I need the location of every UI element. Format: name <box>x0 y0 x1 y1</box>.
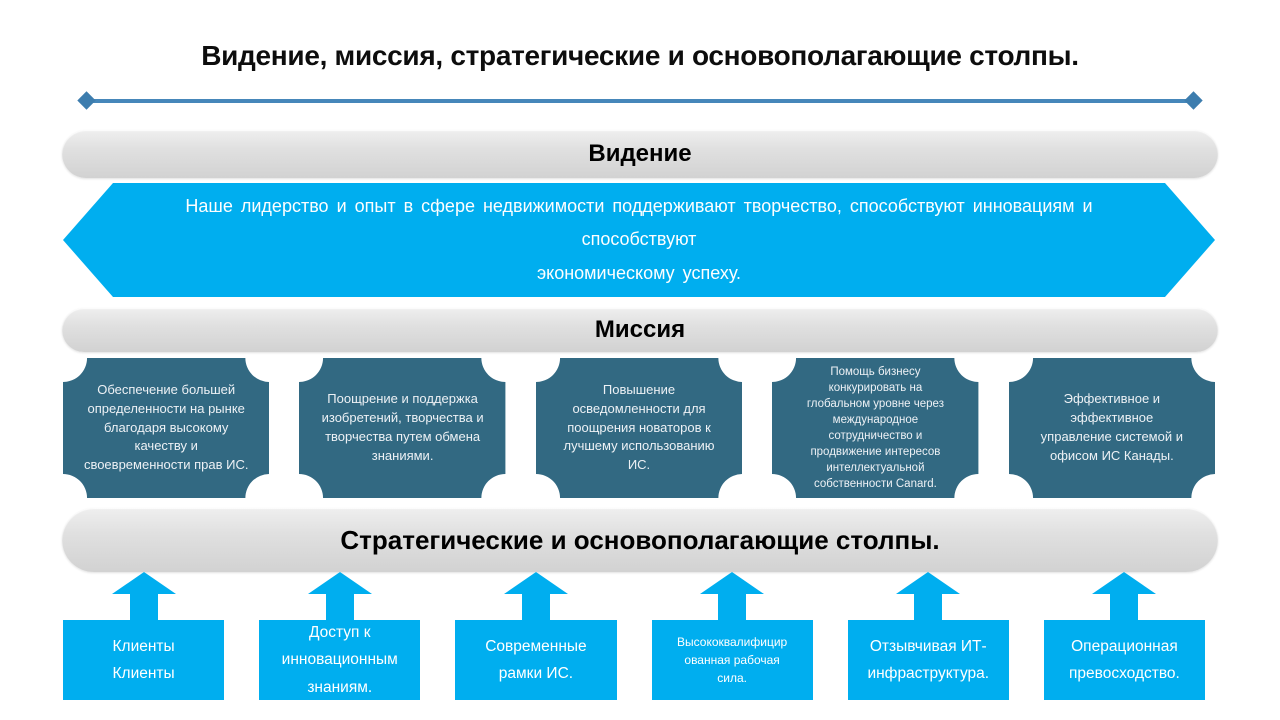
page-title: Видение, миссия, стратегические и осново… <box>201 40 1079 71</box>
pillar-item: Высококвалифицир ованная рабочая сила. <box>651 572 813 700</box>
pillar-item: Клиенты Клиенты <box>63 572 225 700</box>
mission-item: Обеспечение большей определенности на ры… <box>63 358 270 498</box>
mission-item-text: Поощрение и поддержка изобретений, творч… <box>321 391 484 463</box>
pillar-item: Современные рамки ИС. <box>455 572 617 700</box>
up-arrow-icon <box>700 572 765 620</box>
section-header-pillars: Стратегические и основополагающие столпы… <box>62 508 1218 572</box>
mission-item-text: Эффективное и эффективное управление сис… <box>1040 391 1183 463</box>
up-arrow-icon <box>896 572 961 620</box>
up-arrow-icon <box>307 572 372 620</box>
pillar-item-text: Доступ к инновационным знаниям. <box>259 620 421 700</box>
section-header-pillars-label: Стратегические и основополагающие столпы… <box>340 524 940 555</box>
mission-item-text: Повышение осведомленности для поощрения … <box>563 381 715 473</box>
pillars-row: Клиенты Клиенты Доступ к инновационным з… <box>63 572 1206 700</box>
mission-item: Повышение осведомленности для поощрения … <box>535 358 743 498</box>
plaque-shape <box>63 358 270 498</box>
mission-item: Помощь бизнесу конкурировать на глобальн… <box>772 358 979 498</box>
diamond-right-icon <box>1184 91 1203 110</box>
pillar-item-text: Клиенты Клиенты <box>63 620 225 700</box>
section-header-vision: Видение <box>62 130 1218 178</box>
mission-items-row: Обеспечение большей определенности на ры… <box>63 358 1216 498</box>
pillar-item-text: Отзывчивая ИТ- инфраструктура. <box>847 620 1009 700</box>
pillar-item-text: Высококвалифицир ованная рабочая сила. <box>651 620 813 700</box>
section-header-mission: Миссия <box>62 308 1218 352</box>
up-arrow-icon <box>1092 572 1157 620</box>
section-header-vision-label: Видение <box>588 140 692 167</box>
plaque-shape <box>535 358 743 498</box>
plaque-shape <box>772 358 979 498</box>
plaque-shape <box>299 358 506 498</box>
mission-item-text: Обеспечение большей определенности на ры… <box>83 381 249 473</box>
mission-item-text: Помощь бизнесу конкурировать на глобальн… <box>806 365 944 491</box>
pillar-item: Операционная превосходство. <box>1043 572 1206 700</box>
mission-item: Поощрение и поддержка изобретений, творч… <box>299 358 506 498</box>
pillar-item: Отзывчивая ИТ- инфраструктура. <box>847 572 1009 700</box>
diamond-left-icon <box>77 91 96 110</box>
up-arrow-icon <box>503 572 568 620</box>
vision-statement-hexagon: Наше лидерство и опыт в сфере недвижимос… <box>63 183 1215 297</box>
pillar-item-text: Современные рамки ИС. <box>455 620 617 700</box>
up-arrow-icon <box>111 572 176 620</box>
section-header-mission-label: Миссия <box>594 316 686 343</box>
pillar-item-text: Операционная превосходство. <box>1043 620 1206 700</box>
timeline-line <box>77 91 1203 110</box>
plaque-shape <box>1008 358 1216 498</box>
vision-statement-text: Наше лидерство и опыт в сфере недвижимос… <box>185 196 1093 283</box>
mission-item: Эффективное и эффективное управление сис… <box>1008 358 1216 498</box>
pillar-item: Доступ к инновационным знаниям. <box>259 572 421 700</box>
